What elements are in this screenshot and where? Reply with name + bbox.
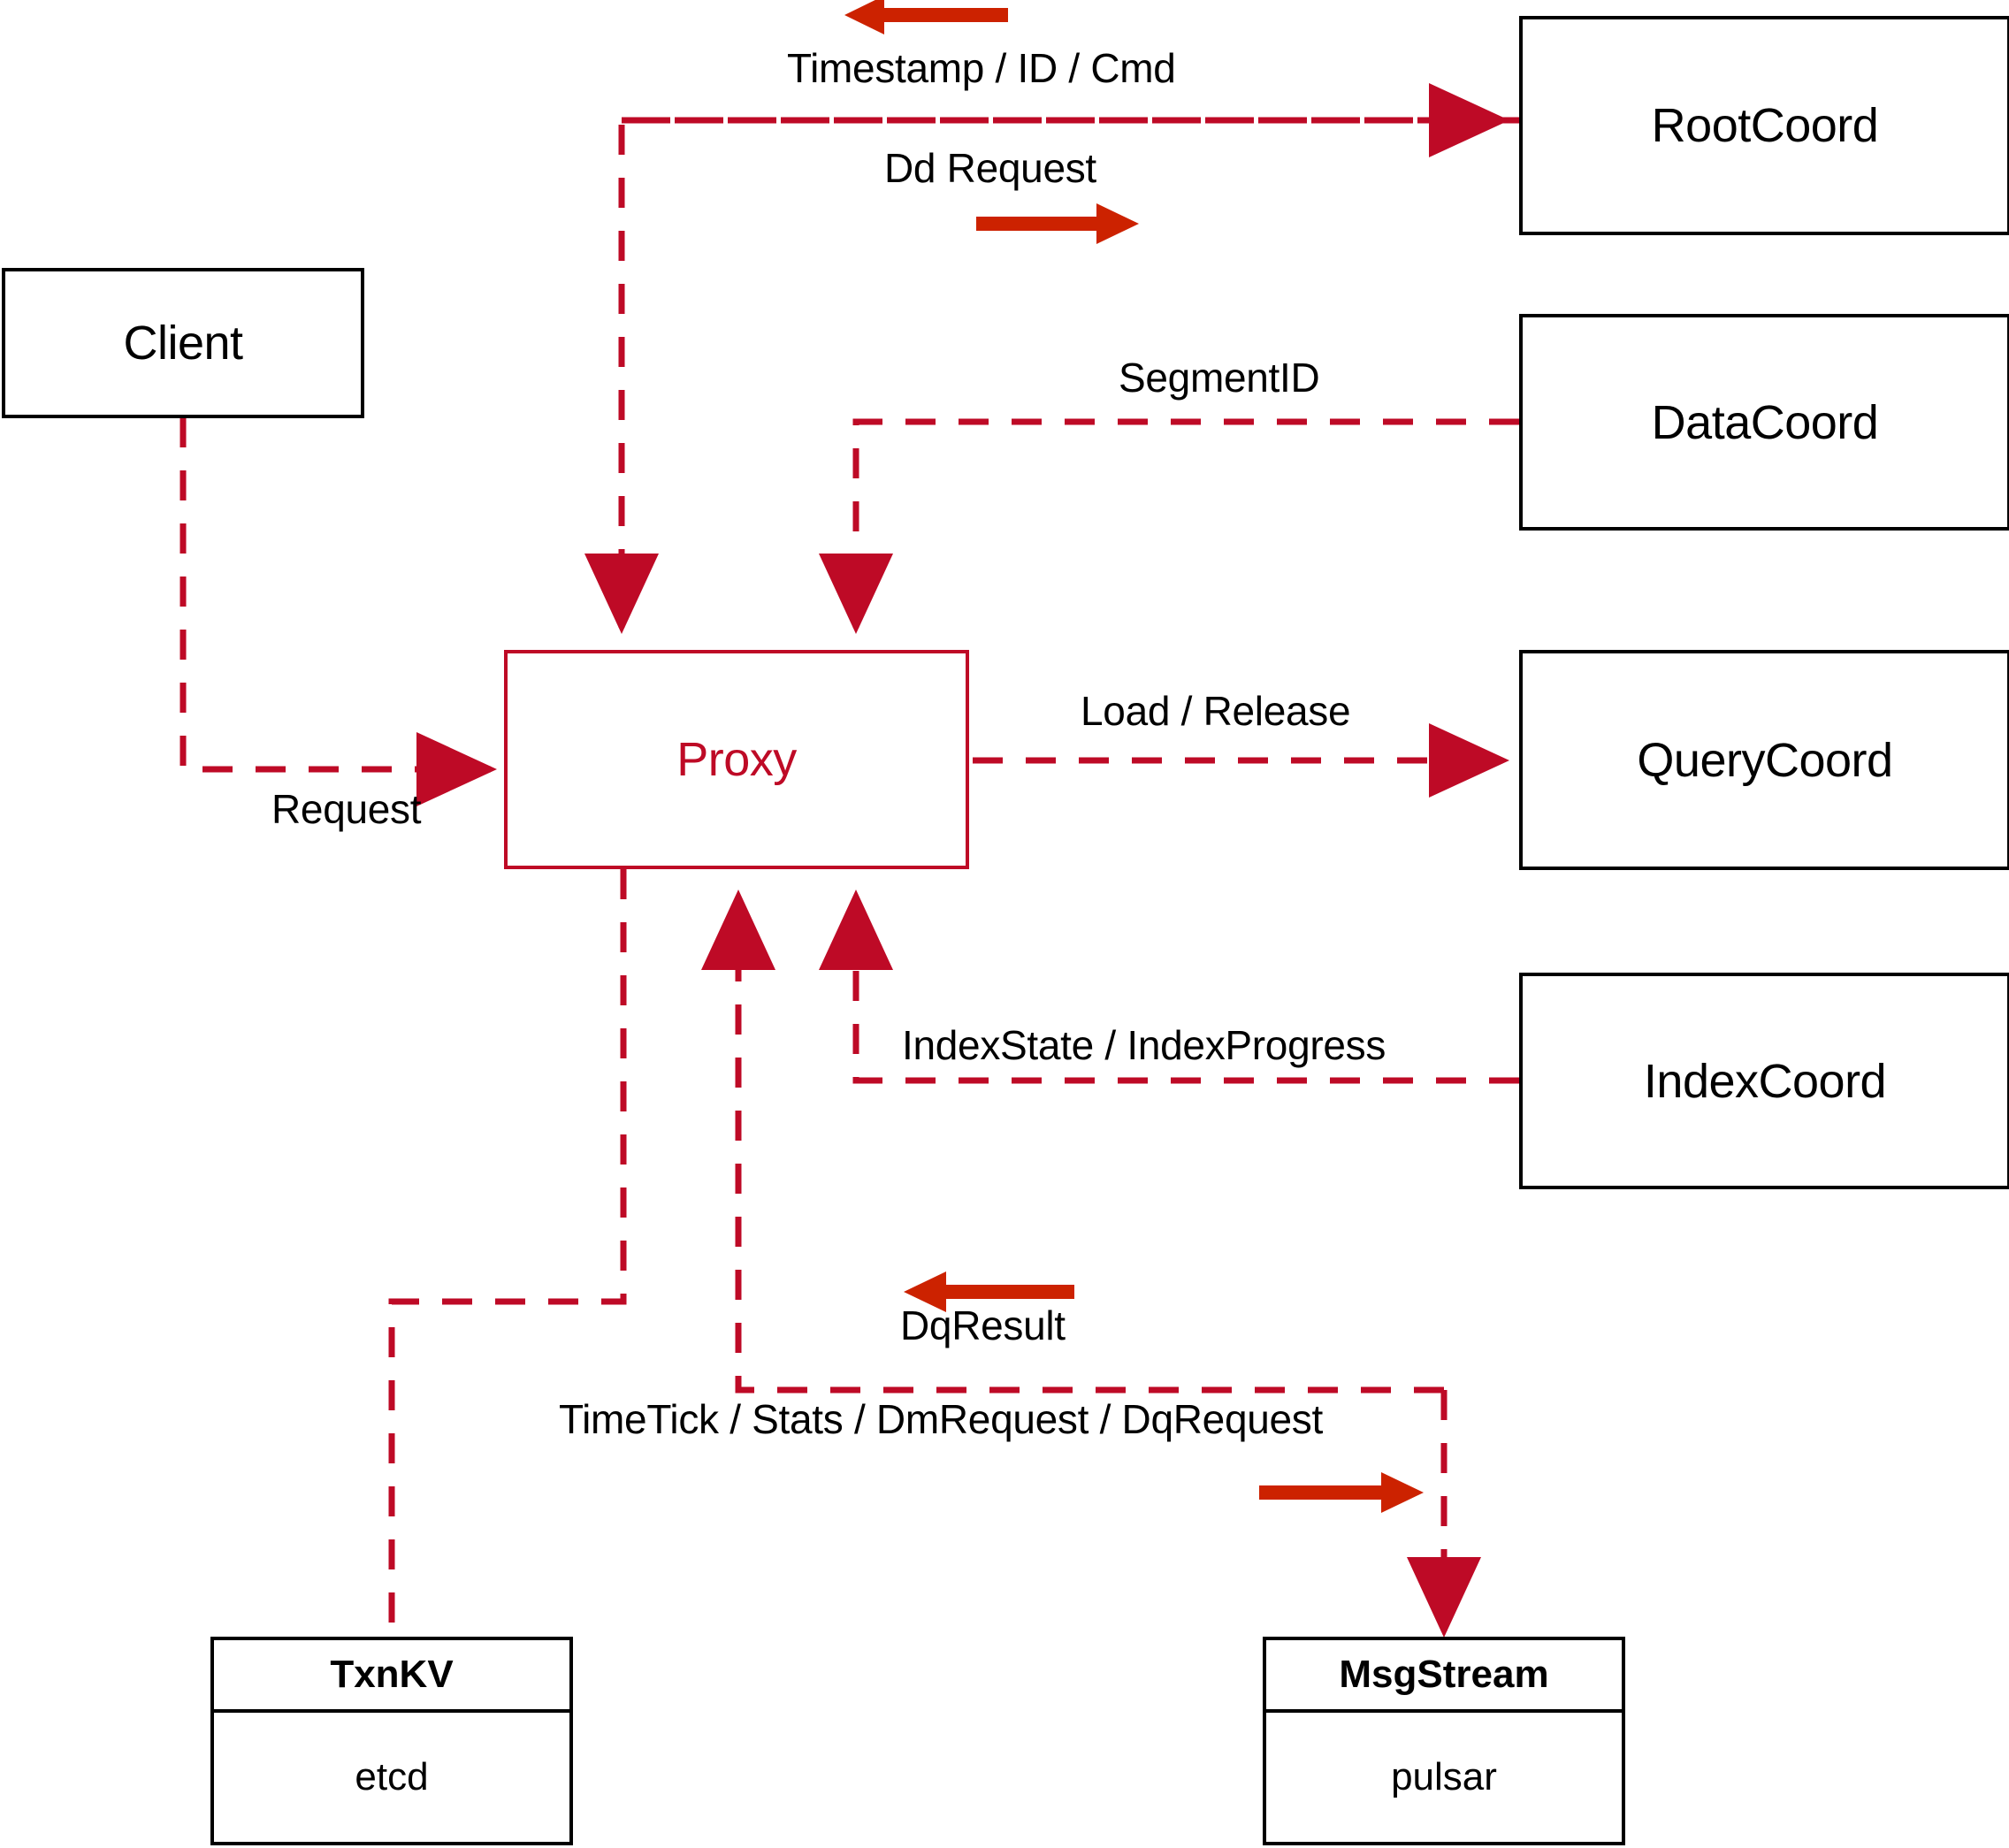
- node-client-label: Client: [123, 317, 243, 370]
- node-client[interactable]: Client: [2, 268, 364, 418]
- node-index-coord-label: IndexCoord: [1643, 1054, 1887, 1108]
- node-msgstream-impl: pulsar: [1391, 1755, 1497, 1798]
- node-query-coord[interactable]: QueryCoord: [1519, 650, 2009, 870]
- node-index-coord[interactable]: IndexCoord: [1519, 973, 2009, 1189]
- node-txnkv-title-cell: TxnKV: [214, 1640, 569, 1713]
- edge-label-index-state-progress: IndexState / IndexProgress: [902, 1022, 1386, 1068]
- edge-label-dq-result: DqResult: [900, 1302, 1066, 1348]
- edge-datacoord-to-proxy: [819, 418, 1519, 634]
- node-msgstream-title: MsgStream: [1339, 1653, 1549, 1696]
- edge-msgstream-to-proxy: [701, 890, 1444, 1394]
- node-root-coord-label: RootCoord: [1651, 99, 1879, 152]
- edge-rootcoord-to-proxy: [584, 117, 1519, 634]
- edge-label-dd-request: Dd Request: [884, 145, 1096, 191]
- node-root-coord[interactable]: RootCoord: [1519, 16, 2009, 235]
- edge-label-timetick-stats-dm-dq: TimeTick / Stats / DmRequest / DqRequest: [559, 1396, 1323, 1442]
- edge-indexcoord-to-proxy: [819, 890, 1519, 1084]
- edge-label-load-release: Load / Release: [1081, 688, 1351, 734]
- edge-client-to-proxy: [180, 417, 497, 806]
- direction-arrow-dd-request: [976, 203, 1139, 244]
- edge-label-segment-id: SegmentID: [1119, 355, 1320, 401]
- direction-arrow-timetick: [1259, 1472, 1424, 1513]
- node-proxy-label: Proxy: [676, 733, 797, 786]
- node-txnkv-impl-cell: etcd: [214, 1713, 569, 1842]
- node-query-coord-label: QueryCoord: [1637, 733, 1893, 787]
- edge-proxy-to-txnkv: [388, 869, 627, 1637]
- node-txnkv[interactable]: TxnKV etcd: [210, 1637, 573, 1845]
- node-msgstream-title-cell: MsgStream: [1266, 1640, 1622, 1713]
- node-msgstream[interactable]: MsgStream pulsar: [1263, 1637, 1625, 1845]
- direction-arrow-timestamp: [844, 0, 1008, 34]
- node-data-coord-label: DataCoord: [1651, 395, 1879, 449]
- node-txnkv-impl: etcd: [355, 1755, 429, 1798]
- node-txnkv-title: TxnKV: [330, 1653, 454, 1696]
- node-data-coord[interactable]: DataCoord: [1519, 314, 2009, 531]
- direction-arrow-dq-result: [904, 1271, 1074, 1312]
- node-msgstream-impl-cell: pulsar: [1266, 1713, 1622, 1842]
- node-proxy[interactable]: Proxy: [504, 650, 969, 869]
- edge-label-request: Request: [271, 786, 422, 832]
- edge-label-timestamp-id-cmd: Timestamp / ID / Cmd: [787, 45, 1176, 91]
